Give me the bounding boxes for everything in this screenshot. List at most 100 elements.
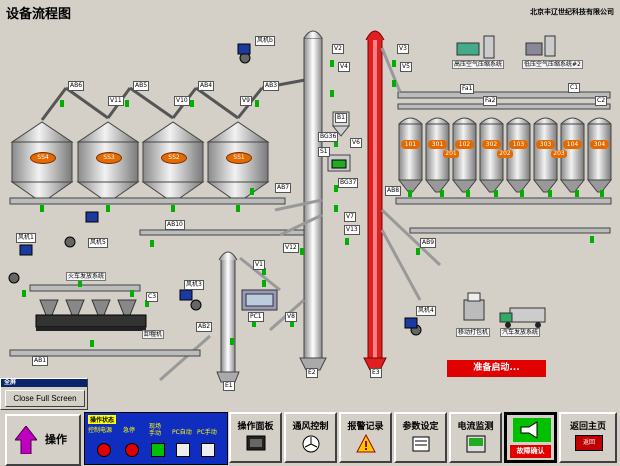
elevator-e2[interactable] [299, 30, 327, 371]
label-ab8: AB8 [385, 186, 402, 196]
nav-alarm-log[interactable]: 报警记录 [339, 412, 392, 463]
label-ab7: AB7 [275, 183, 292, 193]
monitor-icon [246, 435, 266, 451]
pc1-machine[interactable] [241, 289, 278, 311]
nav-home[interactable]: 返回主页 返回 [559, 412, 617, 463]
emergency-lamp [125, 443, 139, 457]
small-silo-label-101: 101 [401, 140, 420, 149]
horn-icon [513, 418, 551, 442]
small-silo-label-102: 102 [455, 140, 474, 149]
page-title: 设备流程图 [6, 7, 72, 22]
label-bg36: BG36 [318, 132, 339, 142]
label-unloader: 卸糧机 [142, 330, 165, 339]
elevator-e1[interactable] [216, 251, 240, 383]
valve-indicator [330, 60, 334, 67]
small-silo-sublabel-203: 203 [551, 150, 567, 158]
valve-indicator [392, 60, 396, 67]
small-silo-group [397, 117, 613, 193]
conveyor-ab9 [409, 227, 611, 234]
valve-indicator [345, 238, 349, 245]
label-ab2: AB2 [196, 322, 213, 332]
label-ab1: AB1 [32, 356, 49, 366]
label-ab6: AB6 [68, 81, 85, 91]
back-arrow-icon: 返回 [575, 435, 603, 451]
valve-indicator [600, 190, 604, 197]
valve-indicator [520, 190, 524, 197]
small-silo-303[interactable] [532, 117, 559, 193]
close-fullscreen-button[interactable]: Close Full Screen [5, 390, 85, 407]
nav-operate-panel[interactable]: 操作面板 [229, 412, 282, 463]
label-e2: E2 [306, 368, 318, 378]
fullscreen-title: 全屏 [1, 379, 87, 387]
status-panel-title: 操作状态 [88, 415, 117, 424]
label-fa1: Fa1 [460, 84, 475, 94]
pc-manual-indicator [201, 443, 215, 457]
valve-indicator [90, 340, 94, 347]
valve-indicator [290, 320, 294, 327]
small-silo-label-302: 302 [482, 140, 501, 149]
truck-icon [499, 307, 546, 328]
label-v6: V6 [350, 138, 362, 148]
small-silo-sublabel-201: 201 [443, 150, 459, 158]
label-fan3: 风机3 [184, 280, 204, 290]
label-v7: V7 [344, 212, 356, 222]
nav-fault-ack[interactable]: 故障确认 [504, 412, 557, 463]
ctrl-power-label: 控制电源 [88, 427, 113, 434]
meter-icon [466, 435, 486, 453]
label-c3: C3 [146, 292, 159, 302]
small-silo-302[interactable] [478, 117, 505, 193]
valve-indicator [130, 290, 134, 297]
valve-indicator [590, 236, 594, 243]
valve-indicator [171, 205, 175, 212]
pc-auto-label: PC自动 [172, 429, 192, 436]
large-silo-label-ss2: SS2 [161, 152, 187, 164]
label-v13: V13 [344, 225, 360, 235]
small-silo-101[interactable] [397, 117, 424, 193]
valve-indicator [250, 188, 254, 195]
label-v1: V1 [253, 260, 265, 270]
small-silo-104[interactable] [559, 117, 586, 193]
label-train-loading: 火车发放系统 [66, 272, 107, 281]
nav-current-monitor-label: 电流监测 [457, 422, 494, 432]
spout-pipes [159, 47, 442, 382]
nav-ventilation[interactable]: 通风控制 [284, 412, 337, 463]
large-silo-ss2[interactable] [141, 121, 205, 201]
valve-indicator [330, 90, 334, 97]
small-silo-label-304: 304 [590, 140, 609, 149]
small-silo-304[interactable] [586, 117, 613, 193]
label-v11: V11 [108, 96, 124, 106]
label-c1: C1 [568, 83, 581, 93]
label-v4: V4 [338, 62, 350, 72]
label-v9: V9 [240, 96, 252, 106]
fans [8, 52, 422, 336]
label-v5: V5 [400, 62, 412, 72]
valve-indicator [408, 190, 412, 197]
train-hoppers [29, 284, 147, 331]
valve-indicator [40, 205, 44, 212]
operate-button[interactable]: 操作 [5, 414, 81, 466]
nav-params[interactable]: 参数设定 [394, 412, 447, 463]
local-manual-indicator [151, 443, 165, 457]
small-silo-102[interactable] [451, 117, 478, 193]
valve-indicator [22, 290, 26, 297]
valve-indicator [262, 280, 266, 287]
valve-indicator [334, 185, 338, 192]
flow-svg [8, 30, 613, 383]
fan-icon [302, 435, 320, 453]
valve-indicator [145, 300, 149, 307]
compressor-lp-icon [525, 35, 556, 57]
large-silo-label-ss3: SS3 [96, 152, 122, 164]
valve-indicator [236, 205, 240, 212]
label-ab3: AB3 [263, 81, 280, 91]
operator-icon [15, 426, 37, 454]
small-silo-103[interactable] [505, 117, 532, 193]
conveyor-ab8 [395, 197, 612, 205]
scale-s1[interactable] [327, 154, 351, 172]
label-ab5: AB5 [133, 81, 150, 91]
elevator-e3[interactable] [363, 30, 387, 371]
nav-current-monitor[interactable]: 电流监测 [449, 412, 502, 463]
small-silo-301[interactable] [424, 117, 451, 193]
label-bg37: BG37 [338, 178, 359, 188]
label-v8: V8 [285, 312, 297, 322]
small-silo-sublabel-202: 202 [497, 150, 513, 158]
